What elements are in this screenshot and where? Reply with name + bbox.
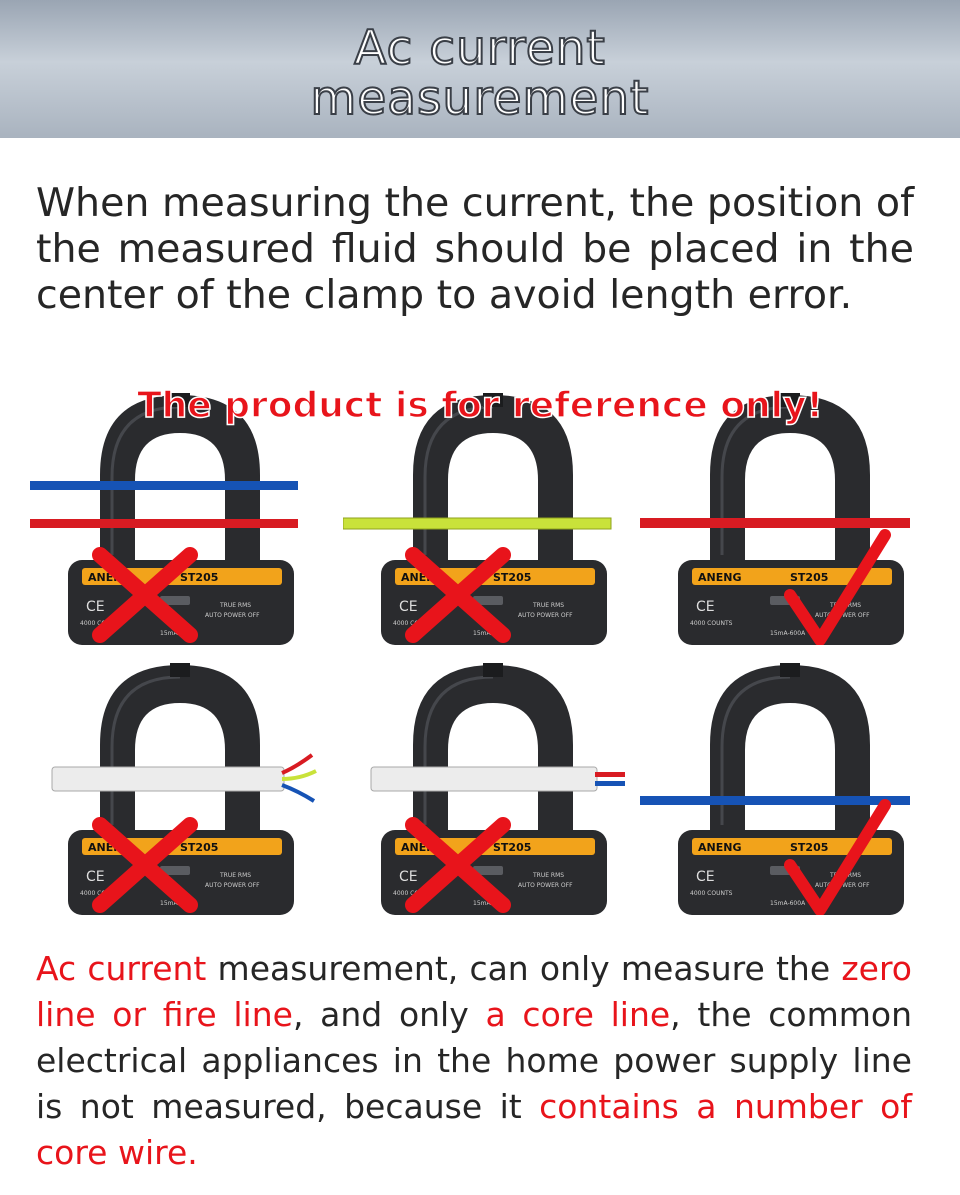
model-label: ST205 [180, 571, 218, 584]
core-red [281, 753, 314, 775]
brand-label: ANENG [698, 571, 741, 584]
model-label: ST205 [790, 841, 828, 854]
counts-label: 4000 COUNTS [690, 890, 733, 897]
ce-label: CE [86, 599, 105, 615]
core-yellow [281, 769, 317, 781]
range-label: 15mA-600A [770, 900, 806, 907]
core-blue [595, 781, 625, 786]
clamp-jaw [710, 663, 870, 830]
illustration-grid: The product is for reference only! ANENG… [0, 384, 960, 930]
check-mark-icon [784, 529, 891, 645]
model-label: ST205 [493, 841, 531, 854]
page-title: Ac current measurement [0, 21, 960, 126]
title-line-2: measurement [310, 71, 650, 126]
ce-label: CE [696, 869, 715, 885]
clamp-illustration-6: ANENG ST205 CE 4000 COUNTS TRUE RMS AUTO… [640, 655, 940, 915]
cross-mark-icon [92, 547, 198, 643]
core-blue [281, 783, 316, 803]
yellow-green-wire [343, 517, 612, 530]
model-label: ST205 [493, 571, 531, 584]
power-label: AUTO POWER OFF [518, 612, 573, 619]
outro-text: Ac current measurement, can only measure… [36, 946, 912, 1176]
rms-label: TRUE RMS [219, 872, 251, 879]
clamp-jaw [100, 393, 260, 560]
blue-wire [640, 796, 910, 805]
outro-text-2: , and only [292, 995, 486, 1034]
ce-label: CE [399, 869, 418, 885]
model-label: ST205 [180, 841, 218, 854]
clamp-illustration-2: ANENG ST205 CE 4000 COUNTS TRUE RMS AUTO… [343, 385, 643, 645]
power-label: AUTO POWER OFF [815, 612, 870, 619]
title-line-1: Ac current [353, 21, 606, 76]
clamp-illustration-4: ANENG ST205 CE 4000 COUNTS TRUE RMS AUTO… [30, 655, 330, 915]
intro-text: When measuring the current, the position… [36, 180, 914, 318]
outro-text-1: measurement, can only measure the [206, 949, 842, 988]
cross-mark-icon [405, 817, 511, 913]
cross-mark-icon [92, 817, 198, 913]
clamp-illustration-3: ANENG ST205 CE 4000 COUNTS TRUE RMS AUTO… [640, 385, 940, 645]
model-label: ST205 [790, 571, 828, 584]
clamp-jaw [100, 663, 260, 830]
counts-label: 4000 COUNTS [690, 620, 733, 627]
ce-label: CE [399, 599, 418, 615]
cable-sheath [370, 766, 598, 792]
title-banner: Ac current measurement [0, 0, 960, 138]
power-label: AUTO POWER OFF [205, 612, 260, 619]
outro-text-3: , the common electrical appliances in th… [36, 995, 912, 1126]
outro-highlight-ac: Ac current [36, 949, 207, 988]
brand-label: ANENG [698, 841, 741, 854]
cross-mark-icon [405, 547, 511, 643]
clamp-jaw [413, 393, 573, 560]
cable-sheath [51, 766, 285, 792]
outro-highlight-multi: contains a number of core wire. [36, 1087, 912, 1172]
reference-notice: The product is for reference only! [136, 384, 823, 427]
rms-label: TRUE RMS [219, 602, 251, 609]
clamp-jaw [413, 663, 573, 830]
blue-wire [30, 481, 298, 490]
power-label: AUTO POWER OFF [205, 882, 260, 889]
power-label: AUTO POWER OFF [815, 882, 870, 889]
clamp-jaw [710, 393, 870, 560]
range-label: 15mA-600A [770, 630, 806, 637]
check-mark-icon [784, 799, 891, 915]
power-label: AUTO POWER OFF [518, 882, 573, 889]
outro-highlight-core: a core line [485, 995, 671, 1034]
red-wire [30, 519, 298, 528]
core-red [595, 772, 625, 777]
ce-label: CE [696, 599, 715, 615]
rms-label: TRUE RMS [532, 602, 564, 609]
clamp-illustration-1: ANENG ST205 CE 4000 COUNTS TRUE RMS AUTO… [30, 385, 330, 645]
rms-label: TRUE RMS [532, 872, 564, 879]
clamp-illustration-5: ANENG ST205 CE 4000 COUNTS TRUE RMS AUTO… [343, 655, 643, 915]
red-wire [640, 518, 910, 528]
outro-highlight-line: zero line or fire line [36, 949, 912, 1034]
ce-label: CE [86, 869, 105, 885]
